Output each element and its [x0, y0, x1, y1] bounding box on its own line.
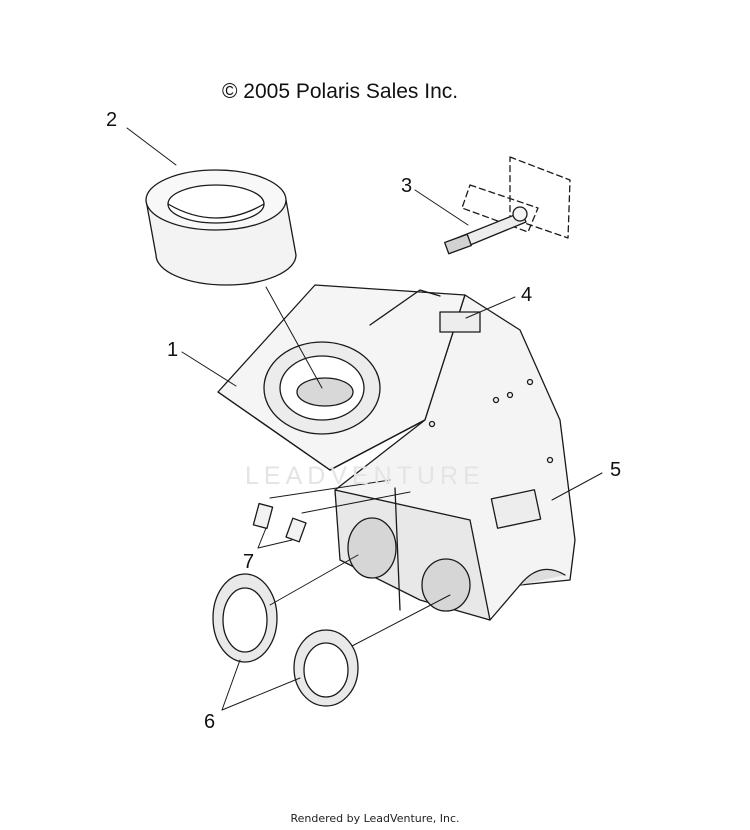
callout-6: 6 [204, 711, 216, 733]
callout-1: 1 [167, 339, 179, 361]
leader-lines [126, 127, 603, 711]
part-6-boots [212, 573, 359, 707]
part-7-fittings [252, 502, 307, 543]
callout-4: 4 [521, 284, 533, 306]
footer-credit: Rendered by LeadVenture, Inc. [290, 812, 460, 825]
callout-7: 7 [243, 551, 255, 573]
part-1-airbox-lid [217, 284, 466, 471]
callout-3: 3 [401, 175, 413, 197]
callout-2: 2 [106, 109, 118, 131]
callout-5: 5 [610, 459, 622, 481]
airbox-outlets [334, 487, 491, 621]
copyright-text: © 2005 Polaris Sales Inc. [222, 80, 459, 103]
part-3-strap-clip [444, 156, 571, 255]
part-2-foam-ring [145, 169, 297, 286]
watermark-text: LEADVENTURE [245, 462, 485, 490]
